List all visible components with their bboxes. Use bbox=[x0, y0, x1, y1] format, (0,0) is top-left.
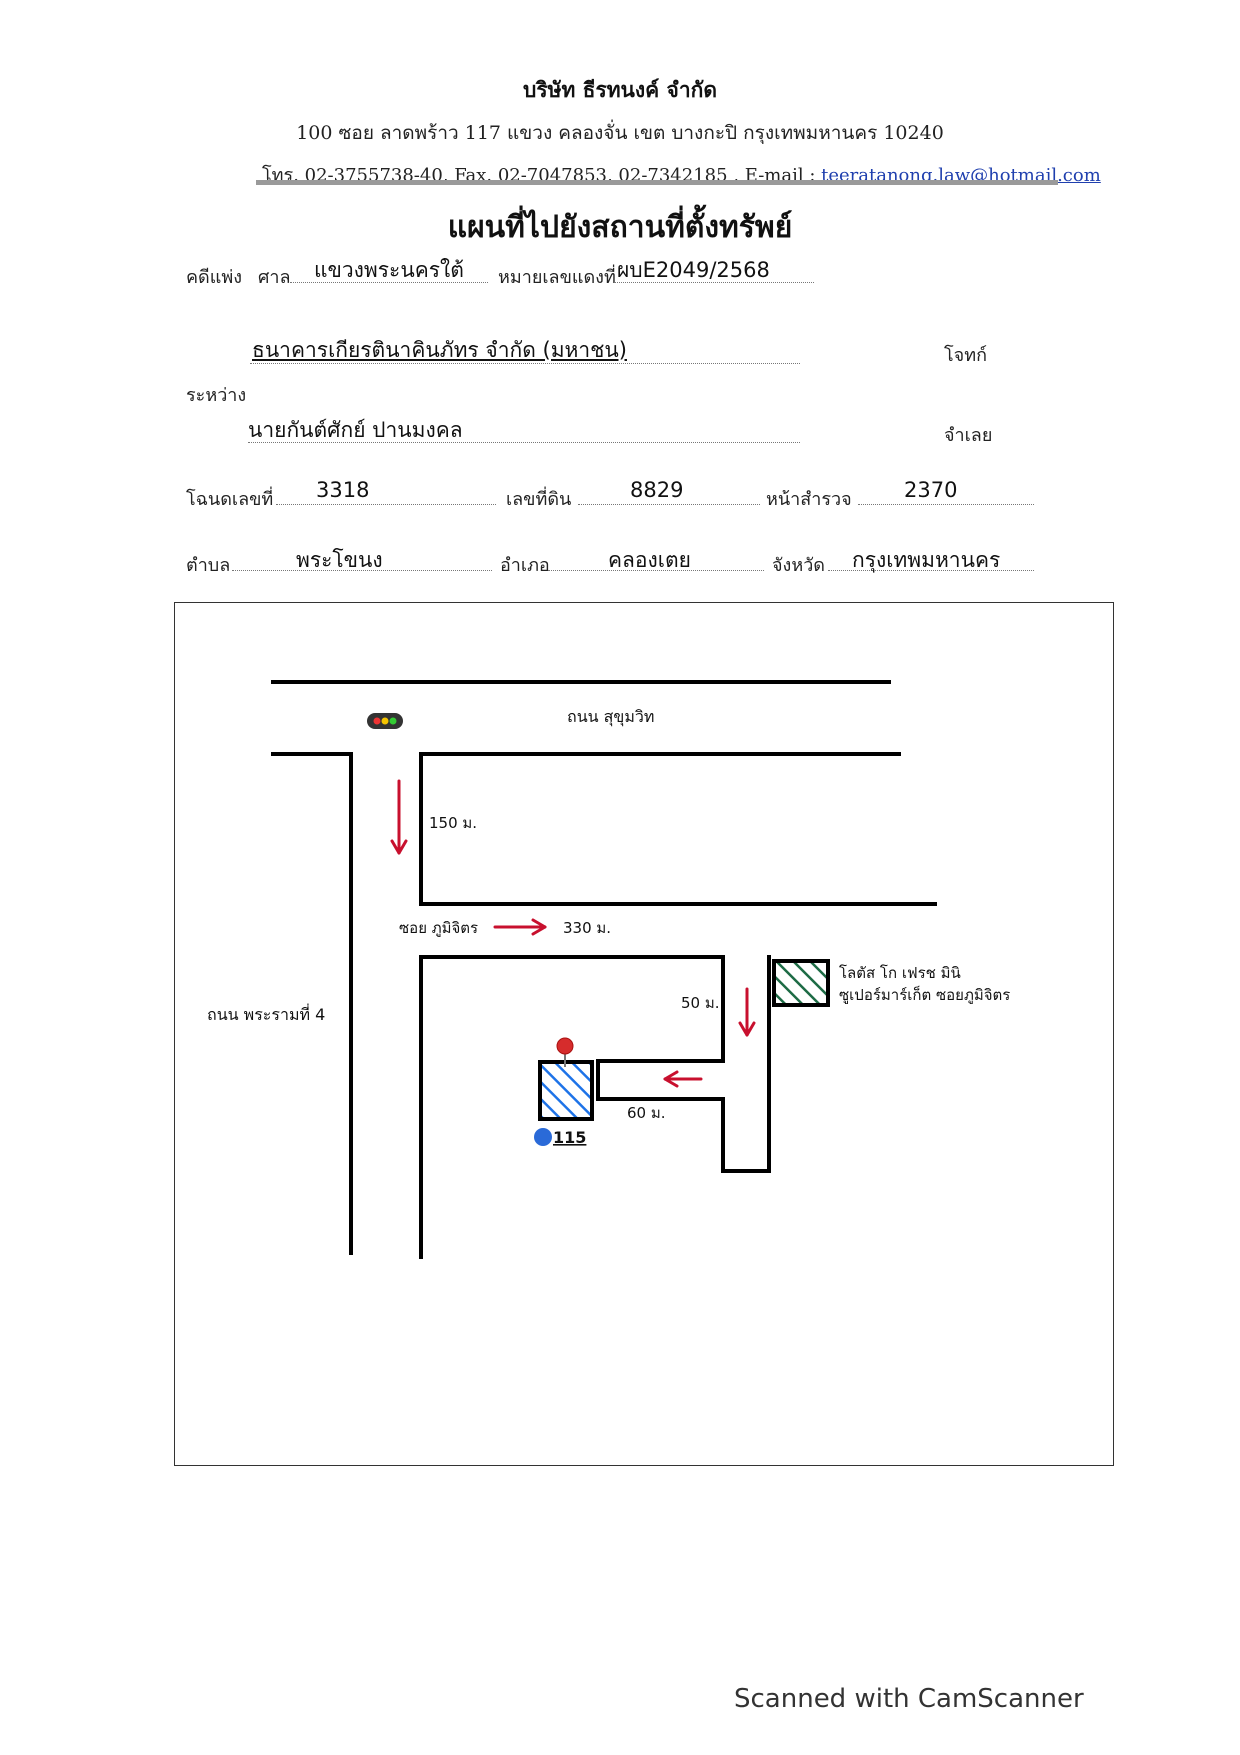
block-lower-right bbox=[598, 955, 771, 1173]
map-frame: ถนน สุขุมวิท ถนน พระรามที่ 4 ซอย ภูมิจิต… bbox=[174, 602, 1114, 1466]
road-sukhumvit-label: ถนน สุขุมวิท bbox=[567, 707, 654, 727]
property-plot-icon bbox=[538, 1060, 594, 1121]
district-underline bbox=[548, 570, 764, 571]
province-label: จังหวัด bbox=[772, 555, 825, 576]
store-plot-icon bbox=[772, 959, 830, 1007]
soi-phumijit-label: ซอย ภูมิจิตร bbox=[399, 919, 478, 937]
district-label: อำเภอ bbox=[500, 555, 550, 576]
distance-50-label: 50 ม. bbox=[681, 994, 720, 1012]
defendant-value: นายกันต์ศักย์ ปานมงคล bbox=[248, 418, 463, 442]
subdistrict-value: พระโขนง bbox=[296, 548, 383, 572]
survey-page-label: หน้าสำรวจ bbox=[766, 489, 852, 510]
landmark-name-line1: โลตัส โก เฟรช มินิ bbox=[839, 964, 961, 982]
deed-no-label: โฉนดเลขที่ bbox=[186, 489, 274, 510]
court-underline bbox=[290, 282, 488, 283]
land-no-label: เลขที่ดิน bbox=[506, 489, 572, 510]
landmark-marker bbox=[772, 959, 830, 1007]
civil-case-label: คดีแพ่ง bbox=[186, 267, 242, 288]
landmark-name-line2: ซูเปอร์มาร์เก็ต ซอยภูมิจิตร bbox=[839, 985, 1010, 1004]
route-map: ถนน สุขุมวิท ถนน พระรามที่ 4 ซอย ภูมิจิต… bbox=[207, 680, 1010, 1259]
rama4-left-edge bbox=[271, 752, 353, 1255]
between-label: ระหว่าง bbox=[186, 385, 247, 406]
defendant-label: จำเลย bbox=[944, 425, 993, 446]
property-marker bbox=[534, 1037, 594, 1146]
block-lower-left bbox=[419, 955, 725, 1259]
arrow-right-330-icon bbox=[493, 918, 547, 936]
land-no-value: 8829 bbox=[630, 478, 684, 502]
property-number-label: 115 bbox=[553, 1128, 586, 1147]
survey-page-value: 2370 bbox=[904, 478, 958, 502]
land-no-underline bbox=[578, 504, 760, 505]
road-rama4-label: ถนน พระรามที่ 4 bbox=[207, 1003, 325, 1024]
deed-no-underline bbox=[276, 504, 496, 505]
defendant-underline bbox=[248, 442, 800, 443]
header-divider bbox=[256, 180, 1058, 185]
block-upper bbox=[419, 752, 937, 906]
distance-330-label: 330 ม. bbox=[563, 919, 611, 937]
scanner-watermark: Scanned with CamScanner bbox=[734, 1684, 1084, 1714]
company-address: 100 ซอย ลาดพร้าว 117 แขวง คลองจั่น เขต บ… bbox=[296, 122, 944, 144]
traffic-light-icon bbox=[367, 713, 403, 729]
province-underline bbox=[828, 570, 1034, 571]
province-value: กรุงเทพมหานคร bbox=[852, 548, 1001, 572]
plaintiff-underline bbox=[250, 363, 800, 364]
arrow-down-150-icon bbox=[390, 779, 408, 855]
direction-arrows bbox=[390, 779, 756, 1088]
arrow-left-60-icon bbox=[663, 1070, 703, 1088]
survey-page-underline bbox=[858, 504, 1034, 505]
company-name: บริษัท ธีรทนงค์ จำกัด bbox=[523, 77, 717, 102]
distance-150-label: 150 ม. bbox=[429, 814, 477, 832]
red-number-underline bbox=[614, 282, 814, 283]
distance-60-label: 60 ม. bbox=[627, 1104, 666, 1122]
location-pin-icon bbox=[556, 1037, 574, 1055]
subdistrict-label: ตำบล bbox=[186, 555, 231, 576]
district-value: คลองเตย bbox=[608, 548, 691, 572]
plaintiff-label: โจทก์ bbox=[944, 345, 987, 366]
court-label: ศาล bbox=[258, 267, 291, 288]
deed-no-value: 3318 bbox=[316, 478, 370, 502]
red-number-value: ผบE2049/2568 bbox=[617, 258, 770, 282]
arrow-down-50-icon bbox=[738, 987, 756, 1037]
court-value: แขวงพระนครใต้ bbox=[314, 258, 464, 282]
road-lines bbox=[271, 680, 937, 1259]
blue-dot-icon bbox=[534, 1128, 552, 1146]
red-number-label: หมายเลขแดงที่ bbox=[498, 267, 616, 288]
subdistrict-underline bbox=[232, 570, 492, 571]
document-title: แผนที่ไปยังสถานที่ตั้งทรัพย์ bbox=[447, 210, 793, 245]
plaintiff-value: ธนาคารเกียรตินาคินภัทร จำกัด (มหาชน) bbox=[252, 338, 627, 362]
